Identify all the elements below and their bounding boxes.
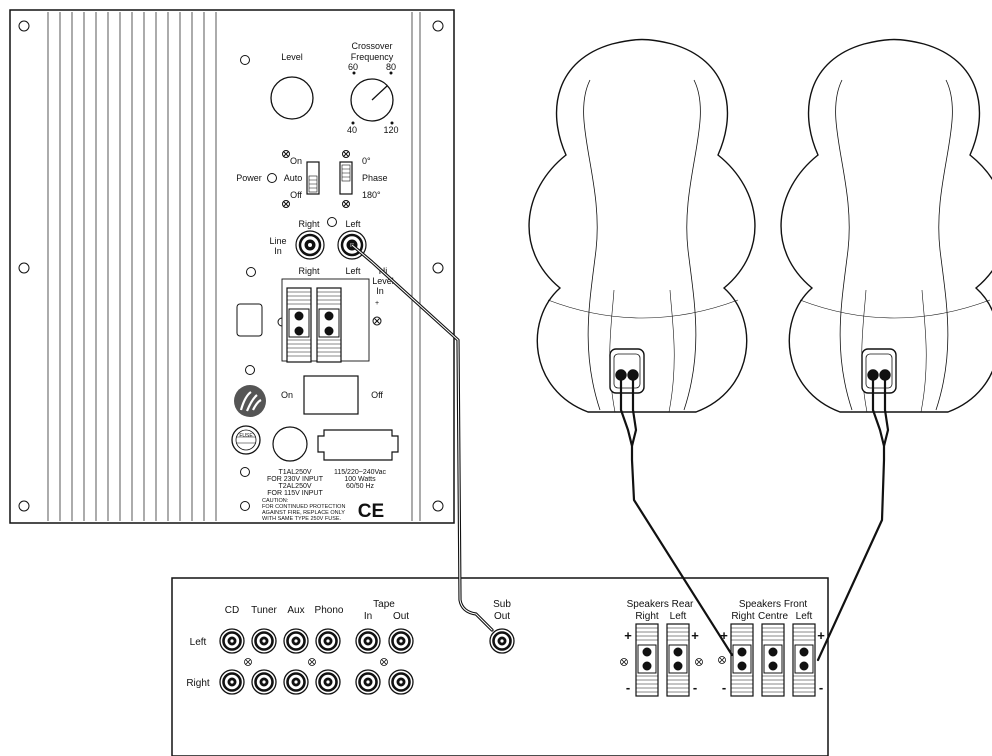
svg-text:+: +: [375, 300, 379, 307]
svg-text:Aux: Aux: [287, 605, 304, 616]
mount-hole: [432, 500, 444, 512]
subwoofer-panel: [9, 9, 455, 524]
svg-text:Auto: Auto: [284, 173, 303, 183]
hilevel-terminal[interactable]: [316, 287, 342, 363]
svg-text:115/220~240Vac: 115/220~240Vac: [334, 469, 387, 476]
svg-text:40: 40: [347, 125, 357, 135]
svg-text:120: 120: [383, 125, 398, 135]
level-label: Level: [281, 52, 303, 62]
mount-hole: [432, 262, 444, 274]
svg-text:Right: Right: [298, 219, 320, 229]
svg-text:Frequency: Frequency: [351, 52, 394, 62]
svg-text:Right: Right: [186, 678, 210, 689]
svg-text:80: 80: [386, 62, 396, 72]
svg-text:-: -: [722, 680, 726, 695]
brand-logo-icon: [234, 385, 266, 417]
svg-text:On: On: [281, 390, 293, 400]
svg-text:Left: Left: [670, 611, 687, 622]
svg-text:Right: Right: [731, 611, 755, 622]
svg-text:Tape: Tape: [373, 599, 395, 610]
amplifier-panel: [171, 577, 829, 756]
mains-switch[interactable]: [303, 375, 359, 415]
mount-hole: [18, 500, 30, 512]
svg-text:AGAINST FIRE, REPLACE ONLY: AGAINST FIRE, REPLACE ONLY: [262, 510, 345, 516]
svg-text:0°: 0°: [362, 156, 371, 166]
svg-text:Sub: Sub: [493, 599, 511, 610]
svg-text:In: In: [376, 286, 384, 296]
svg-text:Off: Off: [371, 390, 383, 400]
svg-text:T1AL250V: T1AL250V: [278, 469, 311, 476]
ce-mark: CE: [358, 501, 384, 522]
svg-text:Out: Out: [393, 611, 409, 622]
svg-text:Crossover: Crossover: [351, 41, 392, 51]
speaker-cable-left: [619, 373, 734, 657]
svg-text:Phono: Phono: [315, 605, 344, 616]
svg-text:Right: Right: [298, 266, 320, 276]
speaker-terminal-front-centre[interactable]: [761, 623, 785, 697]
svg-text:60/50 Hz: 60/50 Hz: [346, 483, 375, 490]
amplifier-labels: CD Tuner Aux Phono Tape In Out Left Righ…: [186, 599, 825, 695]
svg-text:+: +: [624, 628, 632, 643]
svg-text:Speakers Front: Speakers Front: [739, 599, 808, 610]
svg-text:+: +: [691, 628, 699, 643]
svg-text:FOR CONTINUED PROTECTION: FOR CONTINUED PROTECTION: [262, 504, 345, 510]
mount-hole: [18, 262, 30, 274]
rca-jack-right[interactable]: [295, 230, 325, 260]
svg-text:Line: Line: [269, 236, 286, 246]
iec-socket[interactable]: [317, 429, 399, 461]
svg-text:CAUTION:: CAUTION:: [262, 498, 289, 504]
speaker-terminal-front-right[interactable]: [730, 623, 754, 697]
svg-text:In: In: [364, 611, 372, 622]
svg-text:Speakers Rear: Speakers Rear: [627, 599, 694, 610]
svg-text:FUSE: FUSE: [239, 433, 253, 439]
svg-text:60: 60: [348, 62, 358, 72]
cables: [350, 243, 890, 662]
level-knob[interactable]: [270, 76, 314, 120]
svg-text:Left: Left: [345, 219, 361, 229]
fuse-cap: [272, 426, 308, 462]
svg-text:+: +: [817, 628, 825, 643]
svg-text:Phase: Phase: [362, 173, 388, 183]
svg-text:100 Watts: 100 Watts: [344, 476, 376, 483]
svg-text:-: -: [819, 680, 823, 695]
amp-input-jacks[interactable]: [219, 628, 414, 695]
svg-text:Left: Left: [190, 637, 207, 648]
power-label: Power: [236, 173, 262, 183]
subwoofer-labels: Level Crossover Frequency 60 80 40 120 P…: [236, 41, 398, 522]
svg-text:In: In: [274, 246, 282, 256]
svg-text:T2AL250V: T2AL250V: [278, 483, 311, 490]
svg-text:FOR 115V INPUT: FOR 115V INPUT: [267, 490, 323, 497]
svg-text:Right: Right: [635, 611, 659, 622]
heatsink-fins-left: [47, 12, 217, 521]
svg-text:Left: Left: [796, 611, 813, 622]
svg-text:Left: Left: [345, 266, 361, 276]
sub-out-jack[interactable]: [489, 628, 515, 654]
svg-text:WITH SAME TYPE 250V FUSE.: WITH SAME TYPE 250V FUSE.: [262, 516, 342, 522]
svg-text:180°: 180°: [362, 190, 381, 200]
svg-text:+: +: [720, 628, 728, 643]
speaker-terminal-rear-right[interactable]: [635, 623, 659, 697]
svg-text:Off: Off: [290, 190, 302, 200]
svg-text:-: -: [693, 680, 697, 695]
svg-text:Tuner: Tuner: [251, 605, 277, 616]
svg-text:FOR 230V INPUT: FOR 230V INPUT: [267, 476, 324, 483]
satellite-speaker-right: [780, 38, 992, 413]
heatsink-fins-right: [411, 12, 421, 521]
fuse-holder[interactable]: [231, 425, 261, 455]
svg-text:Out: Out: [494, 611, 510, 622]
mount-hole: [432, 20, 444, 32]
speaker-cable-right: [816, 373, 890, 662]
svg-text:Level: Level: [372, 276, 394, 286]
mount-hole: [18, 20, 30, 32]
hilevel-terminal[interactable]: [286, 287, 312, 363]
svg-text:CD: CD: [225, 605, 239, 616]
svg-text:-: -: [626, 680, 630, 695]
satellite-speaker-left: [528, 38, 756, 413]
speaker-terminal-front-left[interactable]: [792, 623, 816, 697]
svg-text:On: On: [290, 156, 302, 166]
svg-text:Centre: Centre: [758, 611, 788, 622]
speaker-terminal-rear-left[interactable]: [666, 623, 690, 697]
